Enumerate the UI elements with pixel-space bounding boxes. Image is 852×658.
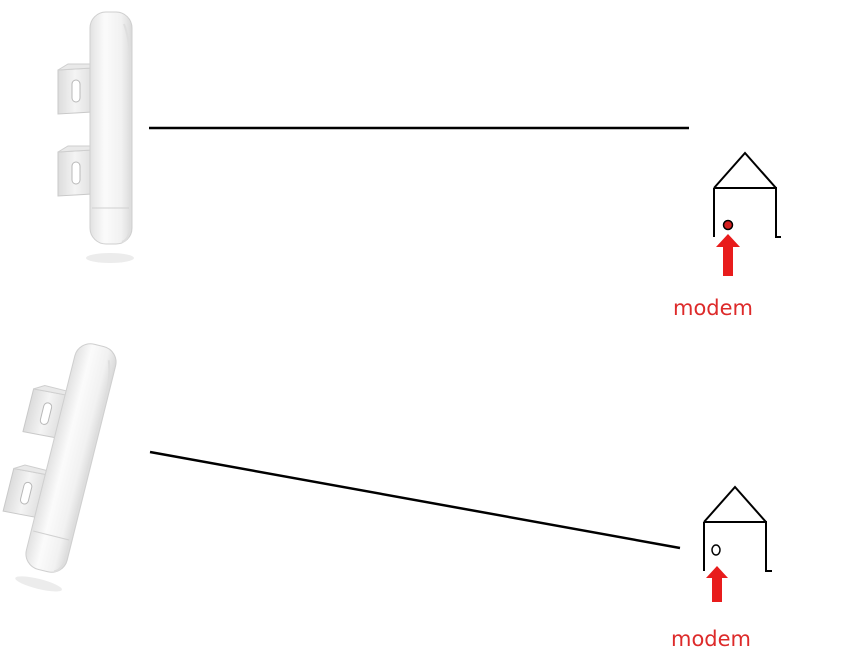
outdoor-antenna-icon <box>0 331 123 596</box>
arrow-up-icon <box>706 566 728 602</box>
outdoor-antenna-icon <box>57 11 135 264</box>
modem-led-icon <box>722 219 734 231</box>
angled-link <box>149 450 681 550</box>
modem-label: modem <box>673 296 754 320</box>
arrow-up-icon <box>716 234 740 276</box>
modem-label: modem <box>671 627 752 651</box>
modem-led-icon <box>711 544 721 556</box>
house-icon <box>713 151 781 238</box>
house-icon <box>703 485 772 572</box>
